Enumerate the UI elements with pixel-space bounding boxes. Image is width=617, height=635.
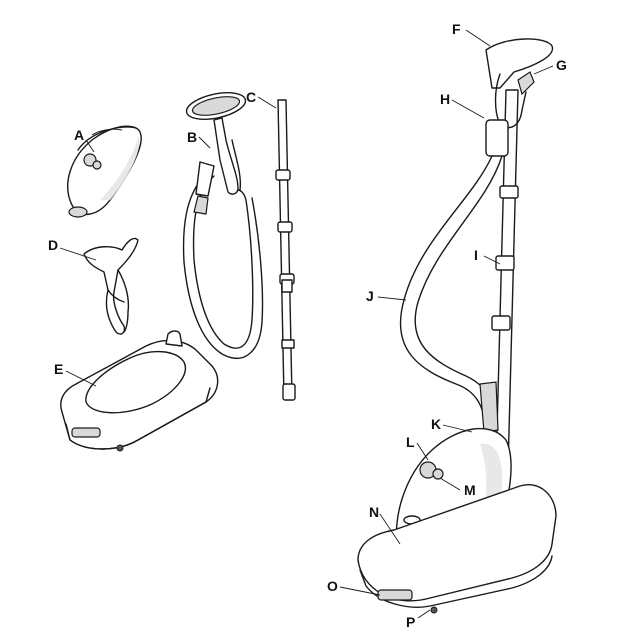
label-a: A — [74, 127, 84, 143]
steam-head-hose-illustration — [182, 92, 264, 359]
label-g: G — [556, 57, 567, 73]
label-l: L — [406, 434, 415, 450]
base-illustration — [60, 330, 219, 452]
label-o: O — [327, 578, 338, 594]
water-tank-illustration — [67, 125, 142, 218]
label-j: J — [366, 288, 374, 304]
part-labels: A B C D E F G H I J K L M N O P — [48, 21, 567, 630]
label-h: H — [440, 91, 450, 107]
label-c: C — [246, 89, 256, 105]
label-n: N — [369, 504, 379, 520]
label-b: B — [187, 129, 197, 145]
label-k: K — [431, 416, 441, 432]
label-p: P — [406, 614, 415, 630]
leader-lines — [59, 29, 554, 619]
assembled-steamer-illustration — [357, 38, 557, 614]
pole-illustration — [275, 99, 296, 401]
label-m: M — [464, 482, 476, 498]
label-e: E — [54, 361, 63, 377]
label-d: D — [48, 237, 58, 253]
label-f: F — [452, 21, 461, 37]
brush-attachment-illustration — [83, 237, 139, 335]
label-i: I — [474, 247, 478, 263]
